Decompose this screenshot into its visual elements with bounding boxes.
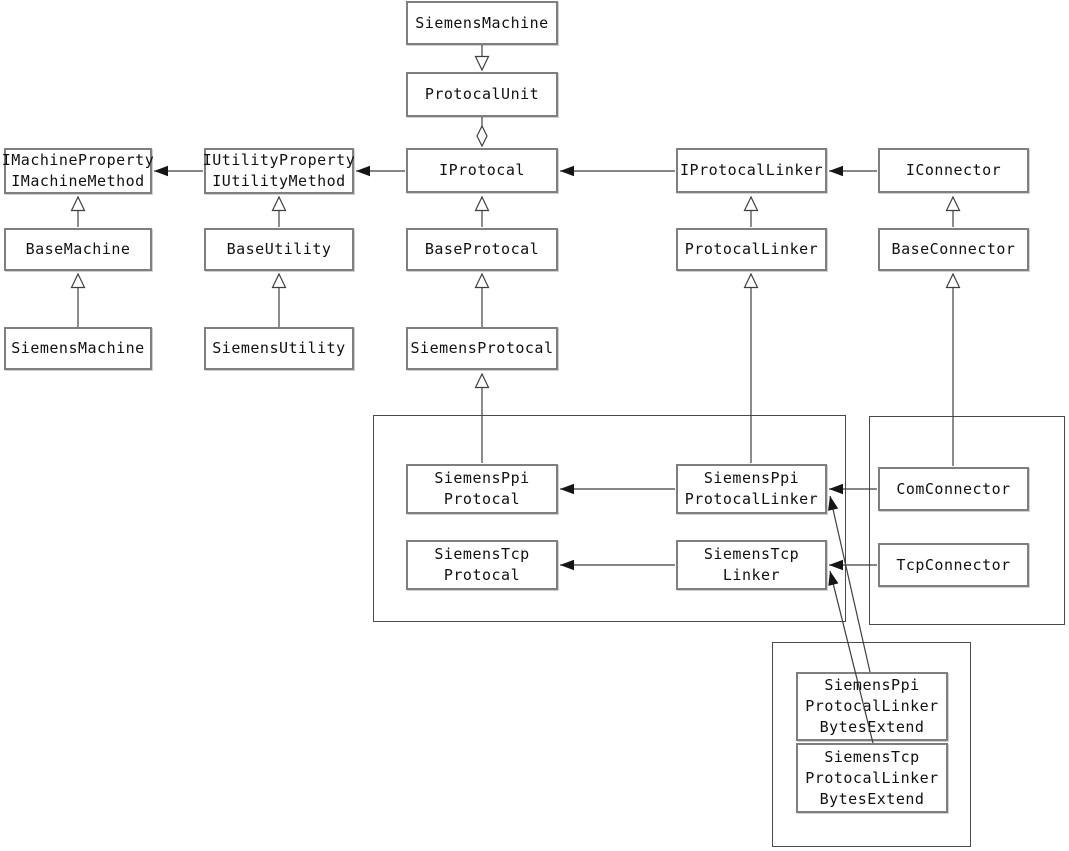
node-tcp-connector[interactable]: TcpConnector [878, 543, 1029, 587]
node-siemens-ppi-protocal-linker-bytes-extend[interactable]: SiemensPpi ProtocalLinker BytesExtend [796, 672, 948, 741]
node-label: BaseMachine [25, 240, 131, 258]
node-label: SiemensTcp ProtocalLinker BytesExtend [805, 747, 939, 808]
node-label: ProtocalLinker [684, 240, 819, 258]
node-label: IProtocalLinker [680, 161, 823, 179]
node-label: SiemensMachine [11, 339, 145, 357]
node-label: SiemensPpi ProtocalLinker [684, 469, 819, 508]
node-iprotocal-linker[interactable]: IProtocalLinker [676, 148, 827, 193]
node-siemens-ppi-protocal[interactable]: SiemensPpi Protocal [406, 464, 558, 514]
node-protocal-linker[interactable]: ProtocalLinker [676, 228, 827, 271]
node-label: SiemensPpi Protocal [434, 469, 530, 508]
node-iconnector[interactable]: IConnector [878, 148, 1029, 193]
node-label: SiemensUtility [212, 339, 346, 357]
group-siemens-linkers-protocals [373, 415, 846, 622]
node-base-connector[interactable]: BaseConnector [878, 228, 1029, 271]
node-label: IProtocal [439, 161, 525, 179]
node-siemens-machine-top[interactable]: SiemensMachine [406, 1, 558, 45]
node-label: SiemensProtocal [410, 339, 554, 357]
node-iprotocal[interactable]: IProtocal [406, 148, 558, 193]
node-iutility-property-method[interactable]: IUtilityProperty IUtilityMethod [202, 148, 356, 194]
node-label: SiemensTcp Protocal [434, 545, 530, 584]
node-com-connector[interactable]: ComConnector [878, 467, 1029, 511]
node-label: IUtilityProperty IUtilityMethod [202, 151, 356, 190]
node-label: BaseUtility [226, 240, 332, 258]
node-siemens-tcp-protocal[interactable]: SiemensTcp Protocal [406, 540, 558, 590]
node-label: ProtocalUnit [424, 85, 540, 103]
node-protocal-unit[interactable]: ProtocalUnit [406, 72, 558, 117]
node-base-utility[interactable]: BaseUtility [204, 228, 354, 271]
node-label: SiemensPpi ProtocalLinker BytesExtend [805, 676, 939, 736]
node-base-protocal[interactable]: BaseProtocal [406, 228, 558, 271]
node-label: ComConnector [896, 479, 1011, 498]
node-siemens-tcp-protocal-linker-bytes-extend[interactable]: SiemensTcp ProtocalLinker BytesExtend [796, 743, 948, 813]
node-base-machine[interactable]: BaseMachine [4, 228, 152, 271]
node-siemens-ppi-protocal-linker[interactable]: SiemensPpi ProtocalLinker [676, 464, 827, 514]
node-label: SiemensMachine [415, 13, 549, 32]
node-label: IConnector [905, 161, 1002, 179]
node-siemens-machine[interactable]: SiemensMachine [4, 327, 152, 370]
node-label: TcpConnector [896, 555, 1011, 574]
node-imachine-property-method[interactable]: IMachineProperty IMachineMethod [1, 148, 155, 194]
node-label: IMachineProperty IMachineMethod [1, 151, 155, 190]
node-label: BaseConnector [891, 240, 1016, 258]
node-siemens-tcp-linker[interactable]: SiemensTcp Linker [676, 540, 827, 590]
node-label: SiemensTcp Linker [703, 545, 800, 584]
node-label: BaseProtocal [424, 240, 540, 258]
node-siemens-utility[interactable]: SiemensUtility [204, 327, 354, 370]
node-siemens-protocal[interactable]: SiemensProtocal [406, 327, 558, 370]
group-connectors [869, 416, 1065, 625]
